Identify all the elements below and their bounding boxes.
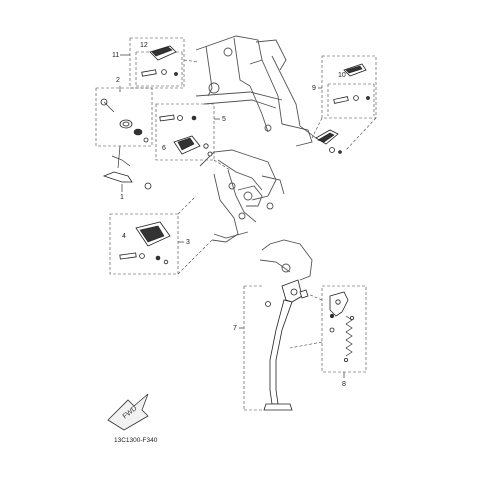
callout-label-8: 8 [342, 381, 346, 388]
callout-1: 1 [120, 184, 124, 201]
callout-label-1: 1 [120, 194, 124, 201]
group-11-box [129, 37, 199, 89]
callout-label-5: 5 [222, 116, 226, 123]
callout-7: 7 [233, 325, 244, 332]
spring-set-parts [329, 291, 354, 362]
callout-label-6: 6 [162, 145, 166, 152]
group-8-box [289, 285, 367, 373]
group-5-box [155, 103, 231, 171]
brake-linkage-parts [100, 98, 152, 190]
callout-10: 10 [338, 72, 346, 79]
bracket-parts [119, 221, 171, 265]
rear-footrest-left-part [141, 45, 178, 77]
callout-5: 5 [214, 116, 226, 123]
group-3-box [109, 195, 213, 275]
callout-2: 2 [116, 77, 120, 84]
callout-12: 12 [140, 42, 148, 49]
group-9-box [311, 55, 377, 151]
sidestand-part [259, 239, 313, 411]
front-footrest-parts [159, 114, 213, 157]
callout-3: 3 [178, 239, 190, 246]
callout-label-7: 7 [233, 325, 237, 332]
callout-6: 6 [162, 145, 166, 152]
callout-label-9: 9 [312, 85, 316, 92]
callout-8: 8 [342, 372, 346, 388]
callout-11: 11 [112, 52, 130, 59]
group-7-box [243, 285, 262, 411]
callout-label-11: 11 [112, 52, 119, 59]
mounted-footpeg-right [299, 125, 342, 154]
group-2-box [95, 86, 153, 147]
callout-4: 4 [122, 233, 126, 240]
callout-label-10: 10 [338, 72, 346, 79]
callout-label-3: 3 [186, 239, 190, 246]
fwd-arrow: FWD [107, 393, 149, 431]
frame-outline [195, 35, 313, 243]
callout-label-2: 2 [116, 77, 120, 84]
callout-label-12: 12 [140, 42, 148, 49]
callout-label-4: 4 [122, 233, 126, 240]
callout-9: 9 [312, 85, 322, 92]
rear-footrest-right-part [333, 63, 370, 104]
figure-code: 13C1300-F340 [114, 437, 158, 444]
